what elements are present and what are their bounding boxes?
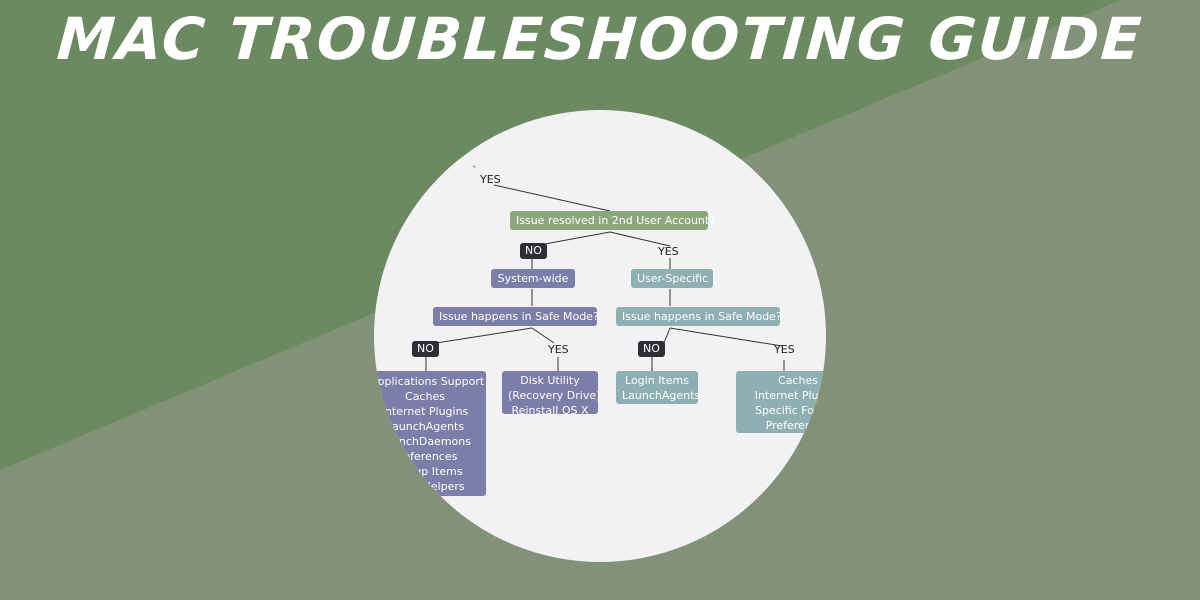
list-item: LaunchAgents [622, 389, 701, 402]
list-item: Applications Support [374, 375, 485, 388]
list-item: Specific Folders [754, 404, 826, 417]
right-no-pill: NO [638, 341, 665, 357]
system-wide-node: System-wide [491, 269, 575, 288]
right-no-items-node: Login Items LaunchAgents [616, 371, 701, 404]
diagram-circle: ` YES Issue resolved in 2nd User Account… [374, 110, 826, 562]
list-item: Reinstall OS X [511, 404, 589, 417]
list-item: LaunchAgents [385, 420, 465, 433]
list-item: Preferences [392, 450, 458, 463]
list-item: Log-in Helpers [385, 480, 465, 493]
user-specific-node: User-Specific [631, 269, 713, 288]
root-no-pill: NO [520, 243, 547, 259]
left-yes-label: YES [548, 343, 569, 356]
list-item: Disk Utility [520, 374, 580, 387]
list-item: (Recovery Drive) [508, 389, 601, 402]
left-no-items-node: Applications Support Caches Internet Plu… [374, 371, 486, 496]
root-question-node: Issue resolved in 2nd User Account? [510, 211, 715, 230]
list-item: Preferences [765, 419, 826, 432]
connector-root-yes [609, 231, 671, 247]
connector-right-question-yes [669, 327, 783, 347]
connector-right-question-no [663, 327, 671, 344]
list-item: Internet Plugins [381, 405, 469, 418]
connector-left-question-no [435, 327, 533, 344]
list-item: Login Items [625, 374, 689, 387]
connector-top-yes-root [493, 184, 611, 212]
page-title: MAC TROUBLESHOOTING GUIDE [54, 5, 1146, 73]
right-yes-items-node: Caches Internet Plugins Specific Folders… [736, 371, 826, 433]
list-item: Internet Plugins [754, 389, 826, 402]
left-yes-items-node: Disk Utility (Recovery Drive) Reinstall … [502, 371, 601, 417]
right-yes-label: YES [774, 343, 795, 356]
diagram-connectors [425, 184, 785, 371]
connector-left-question-yes [531, 327, 555, 344]
list-item: Caches [778, 374, 818, 387]
list-item: Caches [405, 390, 445, 403]
left-safe-mode-question: Issue happens in Safe Mode? [433, 307, 599, 326]
list-item: Startup Items [387, 465, 463, 478]
root-yes-label: YES [658, 245, 679, 258]
left-no-pill: NO [412, 341, 439, 357]
right-safe-mode-question: Issue happens in Safe Mode? [616, 307, 782, 326]
top-yes-label: YES [480, 173, 501, 186]
tick-mark: ` [472, 164, 478, 177]
list-item: LaunchDaemons [379, 435, 471, 448]
